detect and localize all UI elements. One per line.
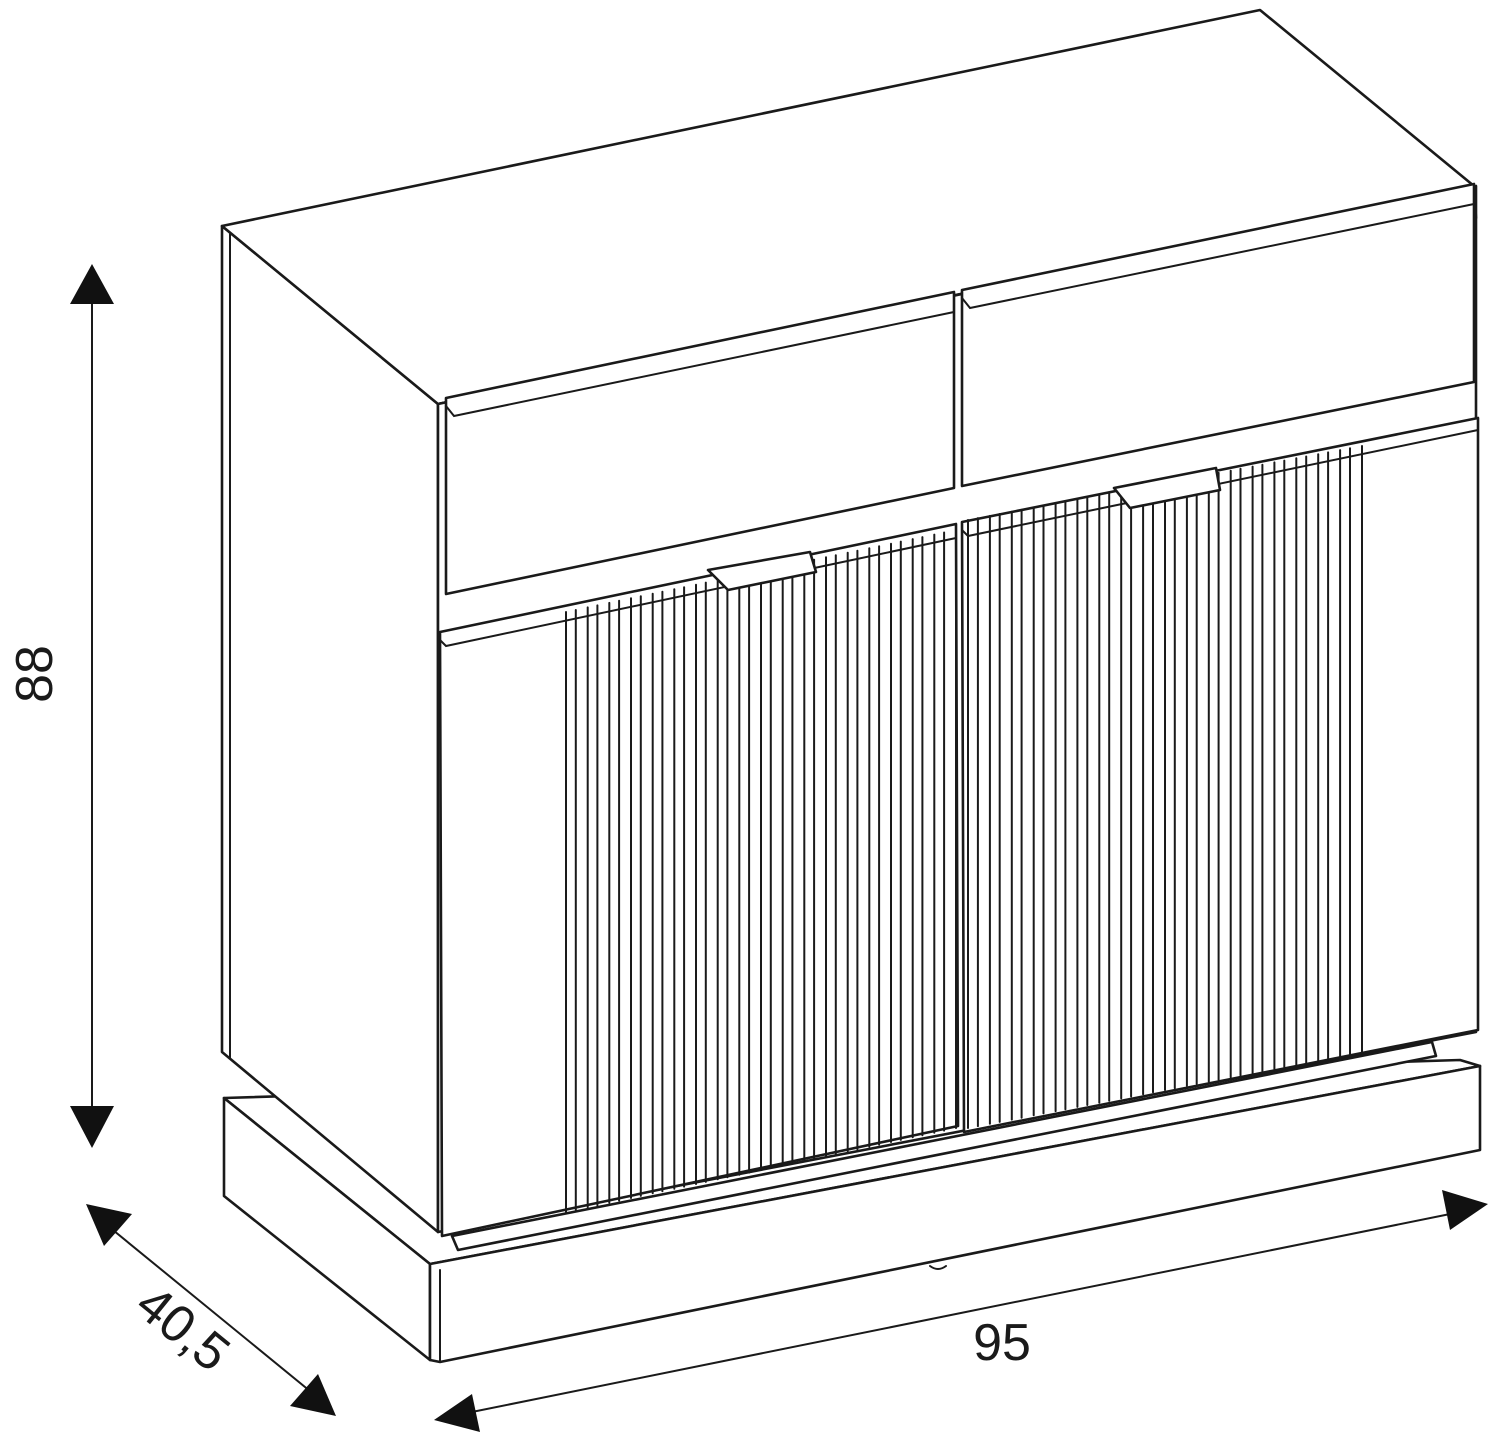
height-arrow-bottom <box>70 1106 114 1148</box>
depth-arrow-end <box>290 1374 336 1416</box>
height-dimension: 88 <box>6 264 114 1148</box>
bottom-reveal <box>450 1040 1438 1252</box>
depth-dimension-line <box>107 1225 317 1397</box>
width-arrow-start <box>434 1394 480 1432</box>
plinth-foot <box>929 1265 947 1270</box>
height-label: 88 <box>6 645 64 703</box>
plinth-front <box>428 1064 1482 1364</box>
depth-label: 40,5 <box>125 1274 240 1383</box>
width-label: 95 <box>973 1314 1031 1372</box>
depth-arrow-start <box>86 1204 132 1246</box>
door-left-flutes <box>565 529 957 1213</box>
doors <box>438 416 1480 1238</box>
drawer-right-lip <box>961 203 1475 310</box>
width-dimension-line <box>461 1211 1461 1415</box>
door-right-handle <box>1112 466 1222 510</box>
height-arrow-top <box>70 264 114 304</box>
drawers <box>444 182 1476 596</box>
door-right <box>960 416 1480 1134</box>
door-left-handle <box>706 550 818 592</box>
drawer-right <box>960 182 1476 488</box>
drawer-left-lip <box>445 311 955 418</box>
width-arrow-end <box>1442 1190 1488 1230</box>
door-right-flutes <box>967 445 1363 1129</box>
width-dimension: 95 <box>434 1190 1488 1432</box>
drawer-left <box>444 290 956 596</box>
